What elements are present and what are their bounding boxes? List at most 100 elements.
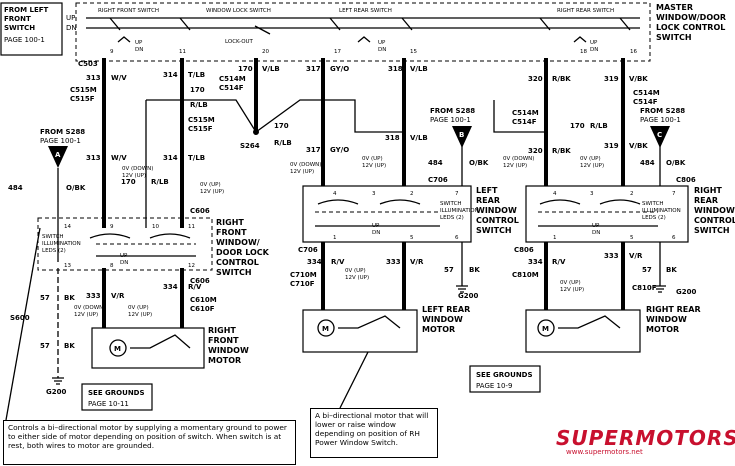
wire-320-top: 320 bbox=[528, 75, 543, 83]
rr-pin-3: 3 bbox=[590, 191, 594, 197]
state-rf-low1: 0V (DOWN) bbox=[74, 305, 105, 311]
wire-170-rr: 170 bbox=[570, 122, 585, 130]
rr-motor-2: WINDOW bbox=[646, 315, 687, 324]
rf-title-2: FRONT bbox=[216, 228, 247, 237]
lr-title-3: WINDOW bbox=[476, 206, 517, 215]
wire-wv-top: W/V bbox=[111, 74, 127, 82]
s288-b-triangle bbox=[452, 126, 472, 148]
wire-57-rr: 57 bbox=[642, 266, 652, 274]
s288-b-label: FROM S288 bbox=[430, 107, 475, 115]
s288-a-label: FROM S288 bbox=[40, 128, 85, 136]
rr-motor-m: M bbox=[542, 325, 549, 333]
c706-label-top: C706 bbox=[428, 176, 448, 184]
state-labels: 0V (UP) 12V (UP) 0V (DOWN) 12V (UP) 0V (… bbox=[74, 156, 604, 318]
lr-title-2: REAR bbox=[476, 196, 500, 205]
wire-317-top: 317 bbox=[306, 65, 321, 73]
rr-pin-2: 2 bbox=[630, 191, 634, 197]
wire-318-top: 318 bbox=[388, 65, 403, 73]
lr-illum1: SWITCH bbox=[440, 201, 462, 207]
master-pin-9: 9 bbox=[110, 49, 114, 55]
right-rear-switch-label: RIGHT REAR SWITCH bbox=[557, 8, 614, 14]
wire-bk-rf2: BK bbox=[64, 342, 75, 350]
left-rear-switch-label: LEFT REAR SWITCH bbox=[339, 8, 392, 14]
state-rr-top4: 12V (UP) bbox=[580, 163, 604, 169]
state-lr-top1: 0V (DOWN) bbox=[290, 162, 321, 168]
master-rf-dn: DN bbox=[135, 47, 143, 53]
wire-484-a: 484 bbox=[8, 184, 23, 192]
lr-title-5: SWITCH bbox=[476, 226, 512, 235]
rf-motor: M bbox=[91, 327, 205, 369]
rf-pin-10: 10 bbox=[152, 224, 159, 230]
wire-57-rf2: 57 bbox=[40, 342, 50, 350]
wire-57-rf1: 57 bbox=[40, 294, 50, 302]
wire-319-mid: 319 bbox=[604, 142, 619, 150]
rr-motor: M bbox=[525, 309, 641, 353]
rr-dn: DN bbox=[592, 230, 600, 236]
lr-motor-3: MOTOR bbox=[422, 325, 455, 334]
wire-obk-a: O/BK bbox=[66, 184, 86, 192]
c710m-label: C710M bbox=[290, 271, 317, 279]
lr-motor-m: M bbox=[322, 325, 329, 333]
g200-rf: G200 bbox=[46, 388, 66, 396]
from-left-line2: FRONT bbox=[4, 15, 31, 23]
state-rf-mid2: 12V (UP) bbox=[122, 173, 146, 179]
rf-motor-m: M bbox=[114, 345, 121, 353]
c514m-label-rr: C514M bbox=[512, 109, 539, 117]
wire-334-lr: 334 bbox=[307, 258, 322, 266]
state-lr-low1: 0V (UP) bbox=[345, 268, 366, 274]
c810f-label: C810F bbox=[632, 284, 657, 292]
s288-b-letter: B bbox=[459, 131, 464, 139]
wire-rlb-s264: R/LB bbox=[274, 139, 292, 147]
rr-switch-box bbox=[525, 185, 689, 243]
lr-dn: DN bbox=[372, 230, 380, 236]
c515f-label-left: C515F bbox=[70, 95, 95, 103]
wire-rv-lr: R/V bbox=[331, 258, 345, 266]
see-grounds-page-right: PAGE 10-9 bbox=[476, 382, 512, 390]
see-grounds-right: SEE GROUNDS bbox=[476, 371, 533, 379]
from-s288-b: FROM S288 PAGE 100-1 B bbox=[430, 107, 475, 148]
rr-pin-1: 1 bbox=[553, 235, 557, 241]
state-rf-mid1: 0V (DOWN) bbox=[122, 166, 153, 172]
wire-tlb-mid: T/LB bbox=[188, 154, 205, 162]
lr-motor-2: WINDOW bbox=[422, 315, 463, 324]
state-rr-low1: 0V (UP) bbox=[560, 280, 581, 286]
wire-obk-c: O/BK bbox=[666, 159, 686, 167]
state-lr-low2: 12V (UP) bbox=[345, 275, 369, 281]
wire-vr-lr: V/R bbox=[410, 258, 424, 266]
wire-313-mid: 313 bbox=[86, 154, 101, 162]
wire-318-mid: 318 bbox=[385, 134, 400, 142]
rf-illum1: SWITCH bbox=[42, 234, 64, 240]
note-left-pointer bbox=[5, 227, 41, 421]
c806-label-bottom: C806 bbox=[514, 246, 534, 254]
g200-rr: G200 bbox=[676, 288, 696, 296]
right-front-switch-label: RIGHT FRONT SWITCH bbox=[98, 8, 159, 14]
state-rf-low4: 12V (UP) bbox=[128, 312, 152, 318]
rf-motor-3: WINDOW bbox=[208, 346, 249, 355]
state-rf-up2: 12V (UP) bbox=[200, 189, 224, 195]
rf-pin-11: 11 bbox=[188, 224, 195, 230]
master-lr-up: UP bbox=[378, 40, 386, 46]
c514f-label-rr: C514F bbox=[512, 118, 537, 126]
from-left-line3: SWITCH bbox=[4, 24, 35, 32]
rr-pin-5: 5 bbox=[630, 235, 634, 241]
master-rr-dn: DN bbox=[590, 47, 598, 53]
rf-pin-8: 8 bbox=[110, 263, 114, 269]
rf-pin-13: 13 bbox=[64, 263, 71, 269]
master-lr-dn: DN bbox=[378, 47, 386, 53]
wire-gyo-mid: GY/O bbox=[330, 146, 349, 154]
c606-label-top: C606 bbox=[190, 207, 210, 215]
c515m-label-left: C515M bbox=[70, 86, 97, 94]
c610f-label: C610F bbox=[190, 305, 215, 313]
master-contacts bbox=[86, 17, 640, 43]
rf-dn: DN bbox=[120, 260, 128, 266]
rf-motor-1: RIGHT bbox=[208, 326, 236, 335]
rf-motor-4: MOTOR bbox=[208, 356, 241, 365]
wire-vlb-top: V/LB bbox=[262, 65, 280, 73]
wire-314-mid: 314 bbox=[163, 154, 178, 162]
rr-pin-7: 7 bbox=[672, 191, 676, 197]
rr-pin-4: 4 bbox=[553, 191, 557, 197]
rf-pin-9: 9 bbox=[110, 224, 114, 230]
rr-illum3: LEDS (2) bbox=[642, 215, 666, 221]
wire-bk-lr: BK bbox=[469, 266, 480, 274]
see-grounds-left: SEE GROUNDS bbox=[88, 389, 145, 397]
